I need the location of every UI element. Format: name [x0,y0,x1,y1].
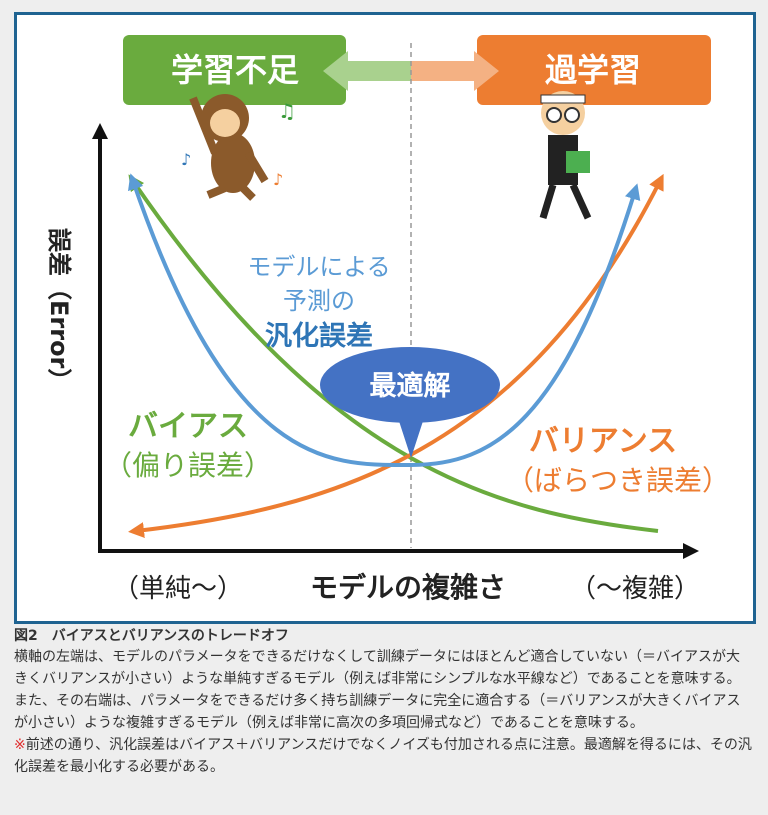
underfit-label: 学習不足 [171,51,299,89]
nerd-illustration [539,91,592,220]
overfit-box [477,35,711,105]
bias-label: バイアス [128,409,248,444]
generalization-line3: 汎化誤差 [265,320,373,352]
caption-title: 図2 バイアスとバリアンスのトレードオフ [14,628,289,644]
optimum-label: 最適解 [370,370,451,402]
note-text: 前述の通り、汎化誤差はバイアス＋バリアンスだけでなくノイズも付加される点に注意。… [14,737,752,775]
bias-variance-diagram: 学習不足 過学習 誤差（Error） モデルによる 予測の 汎化誤差 最適解 バ… [45,35,730,604]
overfit-label: 過学習 [545,51,641,89]
x-right-label: （〜複雑） [570,574,700,604]
x-axis-label: モデルの複雑さ [310,571,506,604]
bias-sub: （偏り誤差） [104,449,272,482]
optimum-bubble [398,418,424,458]
caption-body: 横軸の左端は、モデルのパラメータをできるだけなくして訓練データにはほとんど適合し… [14,649,741,731]
optimum-bubble-body [320,347,500,423]
svg-text:♪: ♪ [273,170,283,189]
figure-frame: 学習不足 過学習 誤差（Error） モデルによる 予測の 汎化誤差 最適解 バ… [14,12,756,624]
note-mark: ※ [14,737,26,753]
variance-label: バリアンス [529,424,677,459]
caption-note: ※前述の通り、汎化誤差はバイアス＋バリアンスだけでなくノイズも付加される点に注意… [14,734,754,778]
x-left-label: （単純〜） [113,574,243,604]
variance-sub: （ばらつき誤差） [506,464,730,497]
generalization-line2: 予測の [283,287,355,315]
right-arrow-icon [411,51,499,91]
generalization-line1: モデルによる [247,253,390,281]
variance-curve [128,173,664,539]
generalization-curve [128,173,641,468]
y-axis-label: 誤差（Error） [45,228,73,392]
svg-text:♪: ♪ [181,150,191,169]
monkey-illustration: ♫ ♪ ♪ [181,94,296,201]
figure-caption: 図2 バイアスとバリアンスのトレードオフ 横軸の左端は、モデルのパラメータをでき… [14,626,754,778]
underfit-box [123,35,346,105]
left-arrow-icon [323,51,411,91]
svg-text:♫: ♫ [278,99,296,123]
